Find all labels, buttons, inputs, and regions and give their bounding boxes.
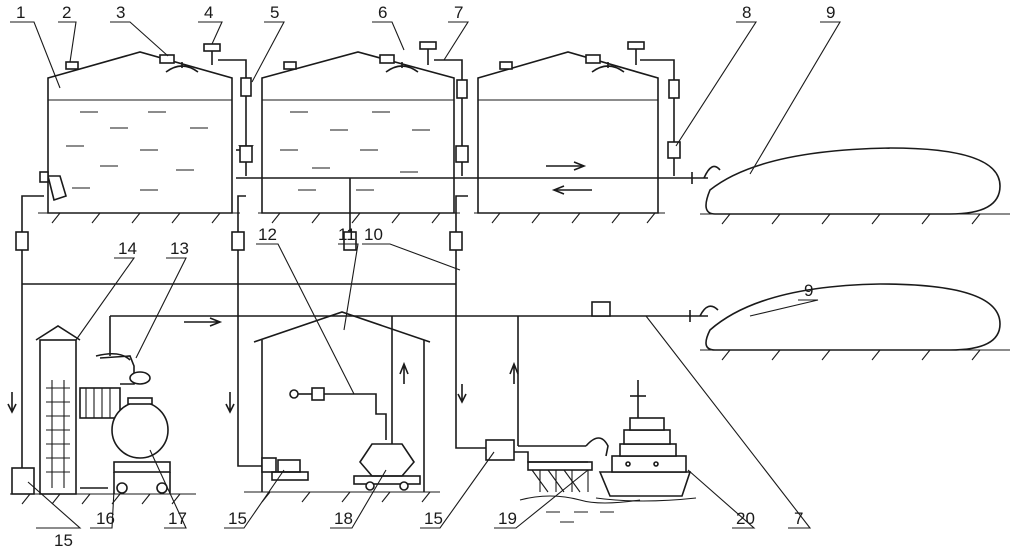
label-8: 8 [742, 3, 751, 22]
label-19: 19 [498, 509, 517, 528]
receiver-tank-17 [80, 352, 171, 494]
label-20: 20 [736, 509, 755, 528]
gasholder-upper [705, 147, 1001, 215]
compressor-house [244, 311, 440, 503]
pier-structure [485, 437, 641, 523]
tank-1 [39, 43, 233, 214]
flow-arrows-tank3 [546, 161, 592, 195]
label-7-top: 7 [454, 3, 463, 22]
label-18: 18 [334, 509, 353, 528]
label-15-left: 15 [54, 531, 73, 549]
callout-labels: 1 2 3 4 5 6 7 8 9 9 10 11 12 13 14 15 16… [16, 3, 835, 549]
gasholder-lower [705, 283, 1001, 351]
tank-2 [261, 41, 455, 214]
ground-lines [38, 212, 1010, 361]
label-2: 2 [62, 3, 71, 22]
gas-cleaning-column [35, 325, 121, 495]
label-14: 14 [118, 239, 137, 258]
label-3: 3 [116, 3, 125, 22]
label-9-lower: 9 [804, 281, 813, 300]
label-12: 12 [258, 225, 277, 244]
label-13: 13 [170, 239, 189, 258]
label-10: 10 [364, 225, 383, 244]
label-6: 6 [378, 3, 387, 22]
tank-3 [477, 41, 659, 214]
label-7-bottom: 7 [794, 509, 803, 528]
pump-box-left [11, 467, 35, 495]
label-15-right: 15 [424, 509, 443, 528]
label-15-middle: 15 [228, 509, 247, 528]
label-9-upper: 9 [826, 3, 835, 22]
breather-lines [218, 59, 680, 176]
label-17: 17 [168, 509, 187, 528]
label-4: 4 [204, 3, 213, 22]
label-5: 5 [270, 3, 279, 22]
label-1: 1 [16, 3, 25, 22]
tank-valves [238, 141, 681, 163]
tanker-ship [595, 380, 697, 502]
label-16: 16 [96, 509, 115, 528]
tank-header-pipe [236, 165, 721, 232]
main-pipelines [7, 195, 719, 470]
ground-left [10, 493, 196, 505]
label-11: 11 [338, 225, 356, 244]
leader-lines [10, 21, 841, 529]
